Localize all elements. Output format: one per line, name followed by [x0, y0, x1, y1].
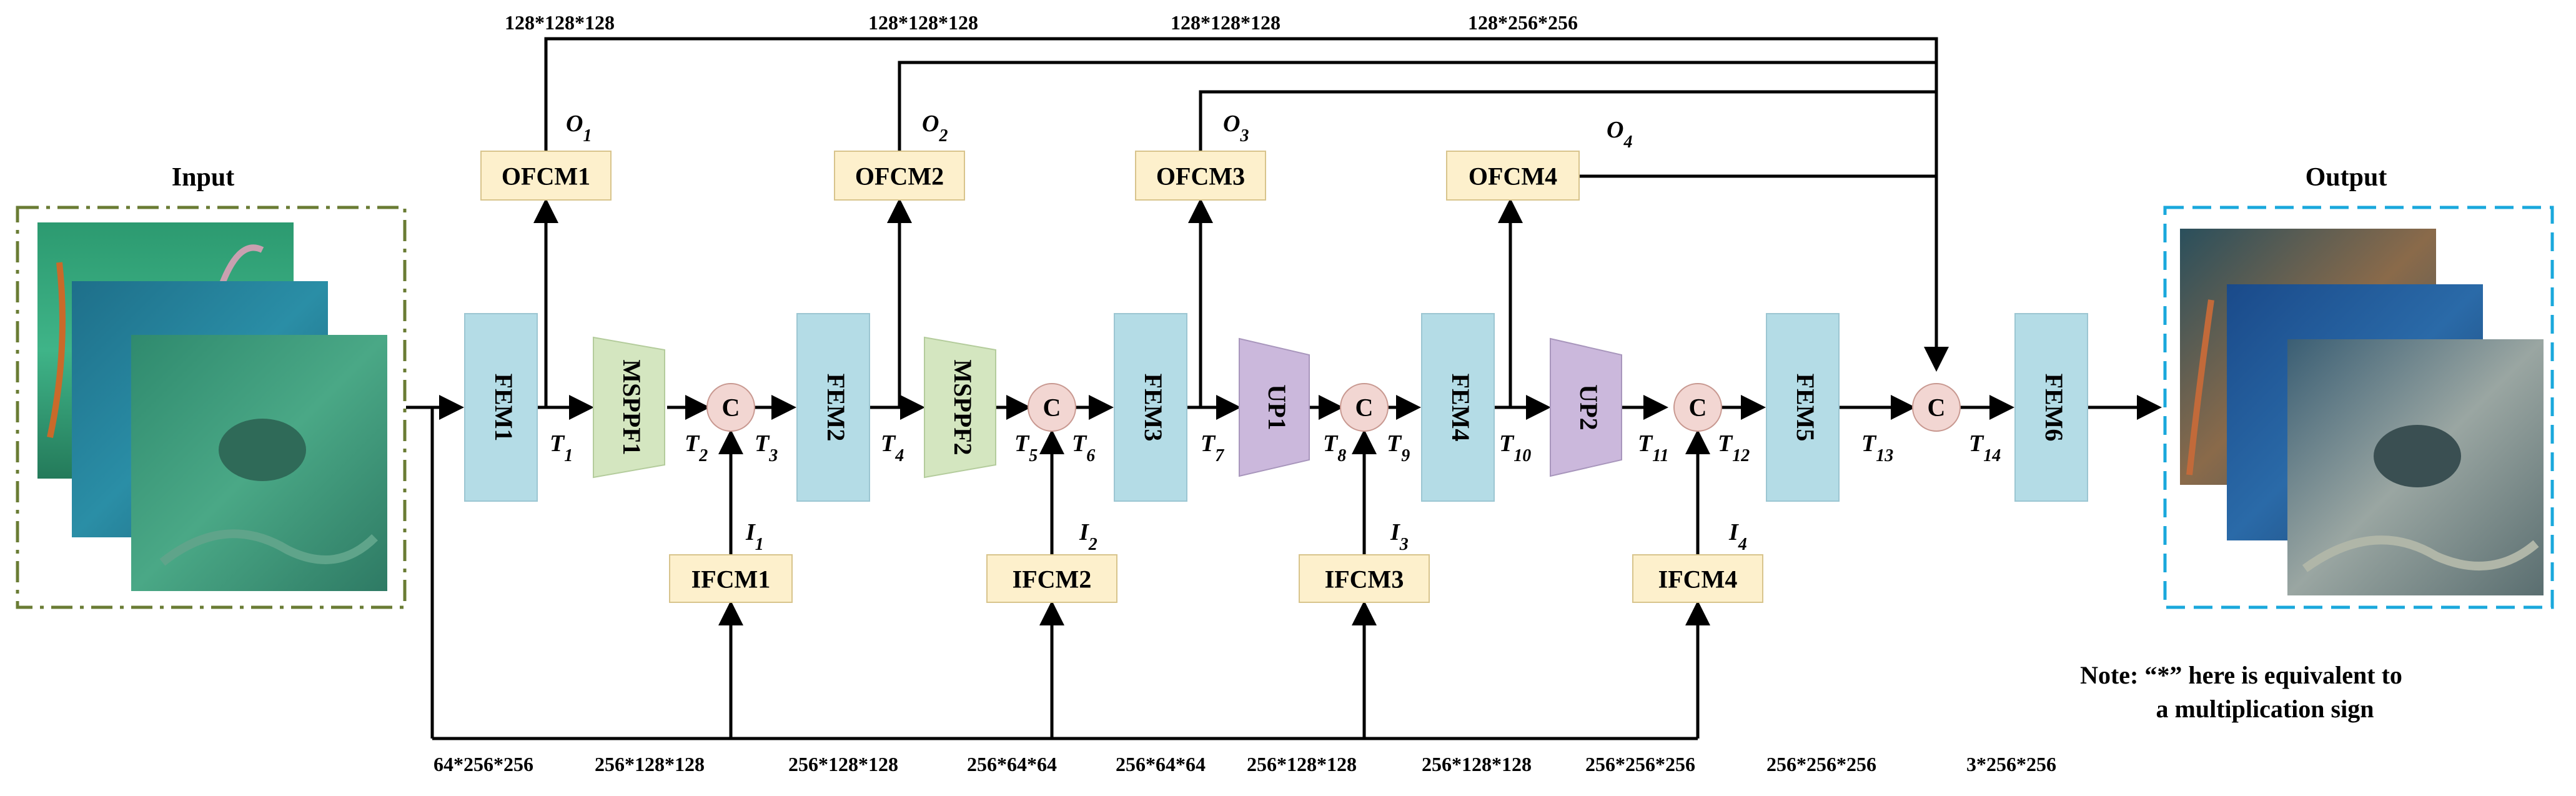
msppf1-label: MSPPF1: [618, 359, 646, 455]
t6-label: T6: [1072, 430, 1095, 465]
t14-label: T14: [1969, 430, 2001, 465]
ifcm3-block: IFCM3: [1299, 554, 1430, 603]
concat-node-4: C: [1673, 383, 1722, 432]
t12-label: T12: [1718, 430, 1750, 465]
t13-label: T13: [1861, 430, 1893, 465]
ifcm1-block: IFCM1: [669, 554, 793, 603]
dim-bottom-4: 256*64*64: [967, 753, 1057, 775]
concat-node-2-label: C: [1043, 394, 1061, 422]
fem2-label: FEM2: [822, 374, 850, 442]
o4-label: O4: [1607, 117, 1632, 152]
i1-label: I1: [745, 519, 764, 554]
dim-top-3: 128*128*128: [1171, 11, 1281, 34]
concat-node-5: C: [1912, 383, 1961, 432]
fem6-label: FEM6: [2040, 374, 2068, 442]
fem3-block: FEM3: [1114, 313, 1187, 502]
t2-label: T2: [685, 430, 708, 465]
concat-node-4-label: C: [1689, 394, 1707, 422]
fem1-block: FEM1: [464, 313, 538, 502]
input-frame: [16, 206, 407, 609]
ifcm4-label: IFCM4: [1658, 565, 1738, 594]
t1-label: T1: [550, 430, 573, 465]
concat-node-1-label: C: [722, 394, 740, 422]
msppf2-block: MSPPF2: [924, 336, 996, 479]
ofcm1-label: OFCM1: [502, 162, 590, 191]
t7-label: T7: [1201, 430, 1224, 465]
o3-label: O3: [1223, 111, 1249, 146]
ifcm2-label: IFCM2: [1013, 565, 1092, 594]
concat-node-1: C: [706, 383, 755, 432]
o1-label: O1: [566, 111, 592, 146]
ofcm3-block: OFCM3: [1135, 151, 1266, 201]
ofcm1-block: OFCM1: [480, 151, 612, 201]
fem4-label: FEM4: [1447, 374, 1475, 442]
dim-bottom-3: 256*128*128: [788, 753, 898, 775]
i2-label: I2: [1079, 519, 1097, 554]
fem5-label: FEM5: [1791, 374, 1820, 442]
up1-block: UP1: [1239, 337, 1310, 477]
dim-bottom-6: 256*128*128: [1247, 753, 1357, 775]
concat-node-3: C: [1340, 383, 1389, 432]
concat-node-2: C: [1028, 383, 1076, 432]
fem5-block: FEM5: [1766, 313, 1840, 502]
o2-label: O2: [922, 111, 948, 146]
output-frame: [2163, 206, 2554, 609]
fem3-label: FEM3: [1139, 374, 1167, 442]
output-enhanced-images: [2180, 229, 2544, 595]
up2-label: UP2: [1575, 384, 1603, 430]
msppf1-block: MSPPF1: [593, 336, 665, 479]
t11-label: T11: [1638, 430, 1669, 465]
t8-label: T8: [1323, 430, 1346, 465]
up1-label: UP1: [1263, 384, 1291, 430]
connection-lines: [406, 37, 2162, 740]
note-line-2: a multiplication sign: [2156, 695, 2374, 723]
ofcm4-label: OFCM4: [1469, 162, 1557, 191]
output-title: Output: [2306, 163, 2387, 192]
fem1-label: FEM1: [490, 374, 518, 442]
dim-bottom-8: 256*256*256: [1585, 753, 1695, 775]
fem4-block: FEM4: [1421, 313, 1495, 502]
t9-label: T9: [1387, 430, 1410, 465]
dim-bottom-10: 3*256*256: [1966, 753, 2056, 775]
ifcm2-block: IFCM2: [986, 554, 1117, 603]
dim-top-4: 128*256*256: [1468, 11, 1578, 34]
i3-label: I3: [1390, 519, 1409, 554]
ofcm3-label: OFCM3: [1156, 162, 1245, 191]
dim-bottom-7: 256*128*128: [1422, 753, 1532, 775]
dim-bottom-9: 256*256*256: [1766, 753, 1876, 775]
ifcm3-label: IFCM3: [1325, 565, 1404, 594]
dim-top-1: 128*128*128: [505, 11, 615, 34]
t10-label: T10: [1499, 430, 1531, 465]
ifcm4-block: IFCM4: [1632, 554, 1763, 603]
input-underwater-images: [37, 222, 387, 591]
ofcm2-label: OFCM2: [855, 162, 944, 191]
t4-label: T4: [881, 430, 904, 465]
dim-bottom-5: 256*64*64: [1116, 753, 1206, 775]
fem6-block: FEM6: [2014, 313, 2088, 502]
fem2-block: FEM2: [796, 313, 870, 502]
concat-node-3-label: C: [1355, 394, 1374, 422]
i4-label: I4: [1728, 519, 1747, 554]
dim-bottom-2: 256*128*128: [595, 753, 705, 775]
msppf2-label: MSPPF2: [949, 359, 977, 455]
concat-node-5-label: C: [1928, 394, 1946, 422]
dim-top-2: 128*128*128: [868, 11, 978, 34]
input-title: Input: [172, 163, 234, 192]
ofcm2-block: OFCM2: [834, 151, 965, 201]
up2-block: UP2: [1550, 337, 1622, 477]
t3-label: T3: [755, 430, 778, 465]
dim-bottom-1: 64*256*256: [433, 753, 533, 775]
ofcm4-block: OFCM4: [1446, 151, 1580, 201]
ifcm1-label: IFCM1: [691, 565, 771, 594]
note-line-1: Note: “*” here is equivalent to: [2080, 661, 2402, 689]
t5-label: T5: [1014, 430, 1038, 465]
